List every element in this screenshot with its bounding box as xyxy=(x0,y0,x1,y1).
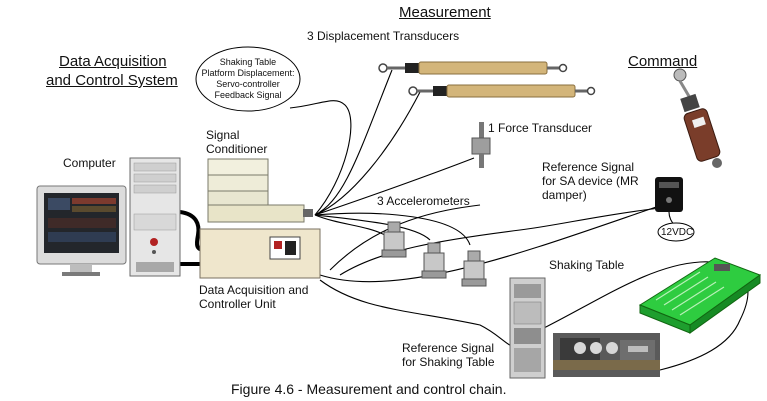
ref-signal-table-label-2: for Shaking Table xyxy=(402,355,495,369)
command-heading: Command xyxy=(628,53,698,70)
callout-text: Shaking Table Platform Displacement: Ser… xyxy=(198,57,298,101)
figure-caption: Figure 4.6 - Measurement and control cha… xyxy=(231,381,507,397)
daq-controller-unit xyxy=(199,228,321,279)
voltage-label: 12VDC xyxy=(661,227,694,238)
callout-line-2: Platform Displacement: xyxy=(201,68,295,78)
signal-cables xyxy=(289,69,749,371)
daq-system-heading-line2: and Control System xyxy=(46,72,178,89)
callout-line-1: Shaking Table xyxy=(219,57,277,67)
callout-line-4: Feedback Signal xyxy=(214,90,282,100)
force-transducer xyxy=(471,122,491,168)
sa-device-controller xyxy=(655,177,695,242)
ref-signal-sa-label-1: Reference Signal xyxy=(542,160,635,174)
mr-damper xyxy=(673,68,722,168)
signal-conditioner-box xyxy=(207,158,313,223)
shaking-table-controller xyxy=(509,277,546,379)
displacement-transducer-1 xyxy=(378,61,568,75)
ref-signal-sa-label-3: damper) xyxy=(542,188,587,202)
force-transducer-label: 1 Force Transducer xyxy=(488,121,593,135)
shaking-table-label: Shaking Table xyxy=(549,258,625,272)
signal-conditioner-label-1: Signal xyxy=(206,128,240,142)
displacement-transducers-label: 3 Displacement Transducers xyxy=(307,29,460,43)
ref-signal-table-label-1: Reference Signal xyxy=(402,341,495,355)
accelerometer-2 xyxy=(421,242,447,279)
daq-unit-label-1: Data Acquisition and xyxy=(199,283,309,297)
measurement-heading: Measurement xyxy=(399,4,491,21)
callout-line-3: Servo-controller xyxy=(216,79,280,89)
ref-signal-sa-label-2: for SA device (MR xyxy=(542,174,639,188)
computer-monitor xyxy=(36,185,127,276)
computer-label: Computer xyxy=(63,156,116,170)
displacement-transducer-2 xyxy=(408,84,596,98)
accelerometer-1 xyxy=(381,221,407,258)
computer-tower xyxy=(129,157,181,277)
daq-unit-label-2: Controller Unit xyxy=(199,297,276,311)
signal-conditioner-label-2: Conditioner xyxy=(206,142,268,156)
shaking-table-platform xyxy=(638,257,762,334)
shaking-table-actuator xyxy=(553,333,660,377)
daq-system-heading-line1: Data Acquisition xyxy=(59,53,167,70)
accelerometer-3 xyxy=(461,250,487,287)
callout-bubble xyxy=(195,46,301,112)
accelerometers-label: 3 Accelerometers xyxy=(377,194,470,208)
